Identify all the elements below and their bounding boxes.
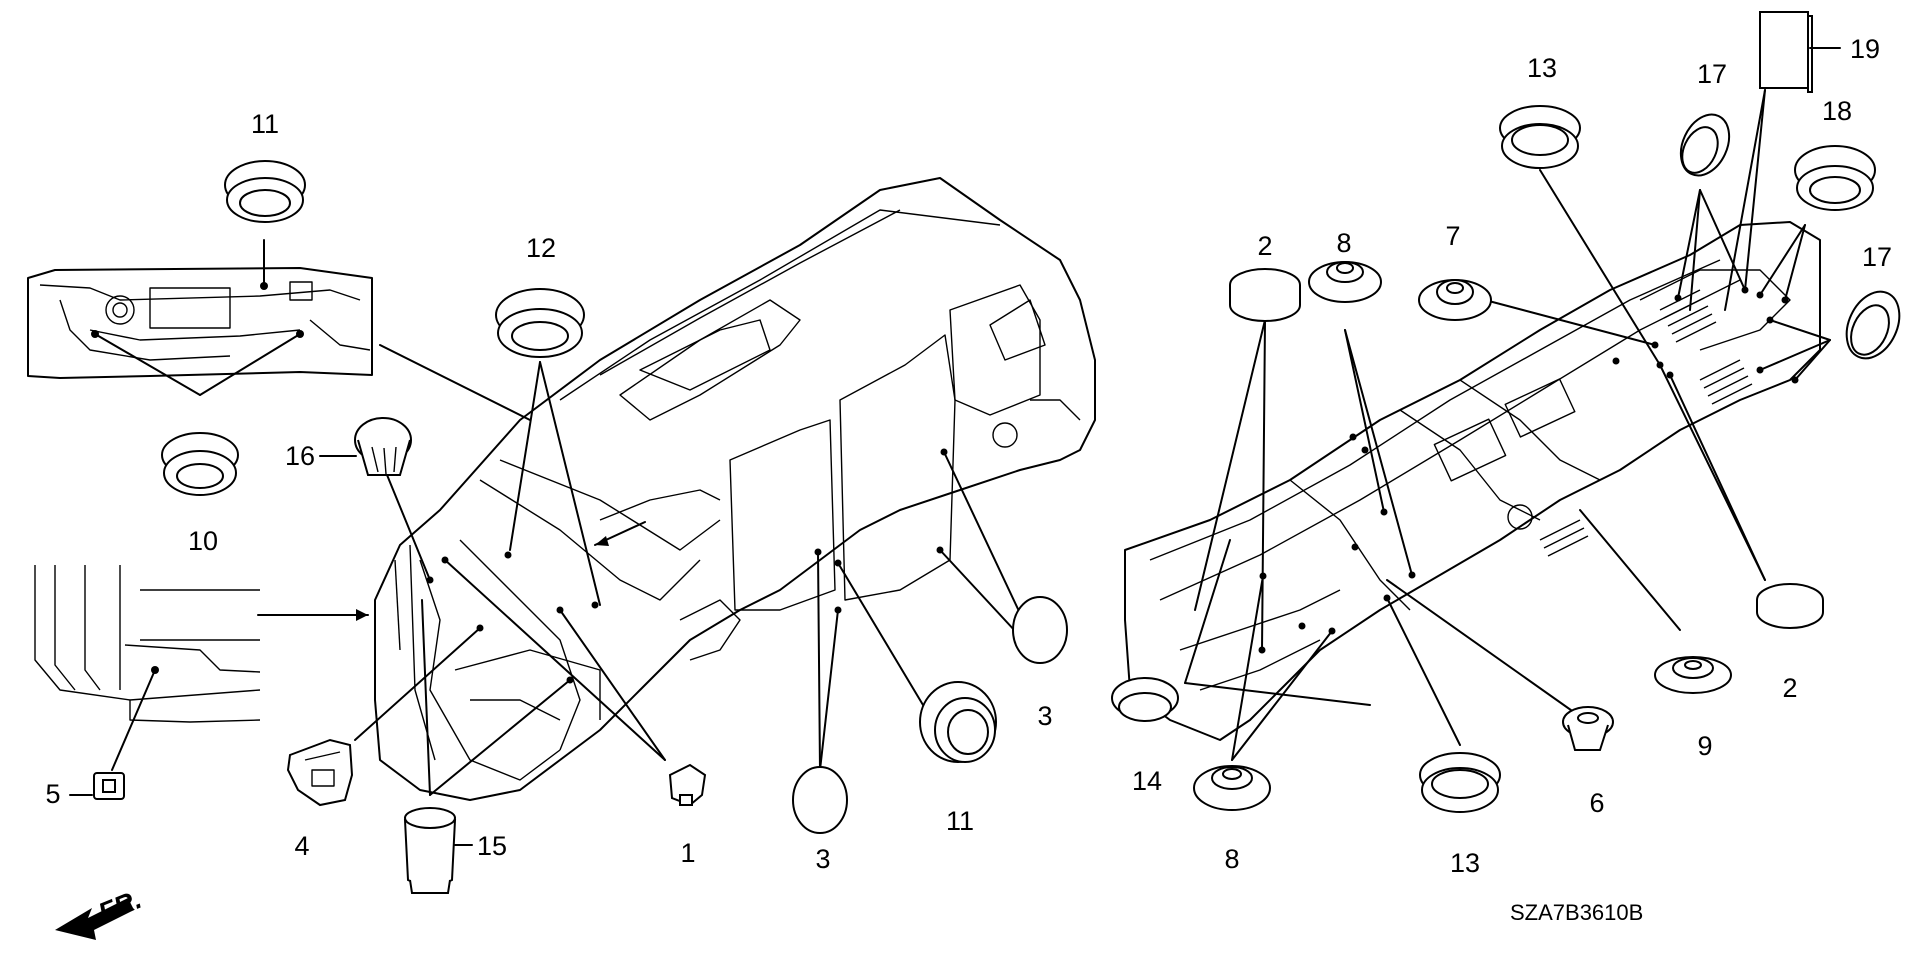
part-18-grommet	[1794, 145, 1876, 211]
part-5-clip-nut	[93, 772, 125, 800]
part-11-grommet	[919, 681, 997, 763]
part-13-grommet-top	[1499, 105, 1581, 169]
callout-labels: 1 2 2 3 3 4 5 6 7 8 8 9 10 11 11 12 13 1…	[45, 34, 1892, 878]
car-body-shell	[374, 177, 1096, 801]
label-ticks	[69, 47, 1841, 846]
part-10-grommet	[161, 432, 239, 496]
part-15-plug	[403, 807, 457, 894]
part-7-grommet	[1418, 279, 1492, 321]
callout-12: 12	[526, 233, 556, 263]
callout-11-bottom: 11	[946, 806, 974, 836]
callout-14: 14	[1132, 766, 1162, 796]
floor-rib-pattern	[1539, 289, 1753, 557]
part-14-grommet	[1111, 677, 1179, 722]
callout-11-top: 11	[251, 109, 279, 139]
firewall-inset	[27, 239, 531, 421]
leader-lines	[354, 89, 1831, 796]
part-16-push-clip	[354, 417, 412, 476]
callout-2-left: 2	[1257, 231, 1272, 261]
part-2-plug-right	[1756, 583, 1824, 629]
part-17-grommet-top	[1679, 113, 1731, 177]
callout-15: 15	[477, 831, 507, 861]
callout-17-top: 17	[1697, 59, 1727, 89]
callout-7: 7	[1445, 221, 1460, 251]
callout-9: 9	[1697, 731, 1712, 761]
callout-6: 6	[1589, 788, 1604, 818]
callout-18: 18	[1822, 96, 1852, 126]
callout-3-right: 3	[1037, 701, 1052, 731]
callout-17-right: 17	[1862, 242, 1892, 272]
callout-1: 1	[680, 838, 695, 868]
callout-3-left: 3	[815, 844, 830, 874]
callout-19: 19	[1850, 34, 1880, 64]
part-9-grommet	[1654, 656, 1732, 694]
callout-13-bottom: 13	[1450, 848, 1480, 878]
callout-10: 10	[188, 526, 218, 556]
callout-8-top: 8	[1336, 228, 1351, 258]
callout-16: 16	[285, 441, 315, 471]
part-3-seal-left	[792, 766, 848, 834]
side-panel-inset	[34, 565, 369, 771]
part-12-grommet	[495, 288, 585, 358]
callout-2-right: 2	[1782, 673, 1797, 703]
callout-5: 5	[45, 779, 60, 809]
diagram-code: SZA7B3610B	[1510, 900, 1643, 925]
front-marker-text: FR.	[94, 884, 146, 928]
callout-4: 4	[294, 831, 309, 861]
callout-13-top: 13	[1527, 53, 1557, 83]
part-17-grommet-right	[1845, 290, 1901, 360]
part-8-grommet-bottom	[1193, 765, 1271, 811]
part-8-grommet-top	[1308, 261, 1382, 303]
part-3-seal-right	[1012, 596, 1068, 664]
front-arrow-icon: FR.	[55, 884, 146, 940]
part-6-grommet	[1562, 706, 1614, 751]
part-19-pad	[1759, 11, 1813, 93]
part-1-clip	[668, 763, 707, 807]
part-11-top-grommet	[224, 160, 306, 223]
part-13-grommet-bottom	[1419, 752, 1501, 813]
callout-8-bottom: 8	[1224, 844, 1239, 874]
part-2-plug-left	[1229, 268, 1301, 322]
part-4-bracket	[286, 738, 354, 807]
